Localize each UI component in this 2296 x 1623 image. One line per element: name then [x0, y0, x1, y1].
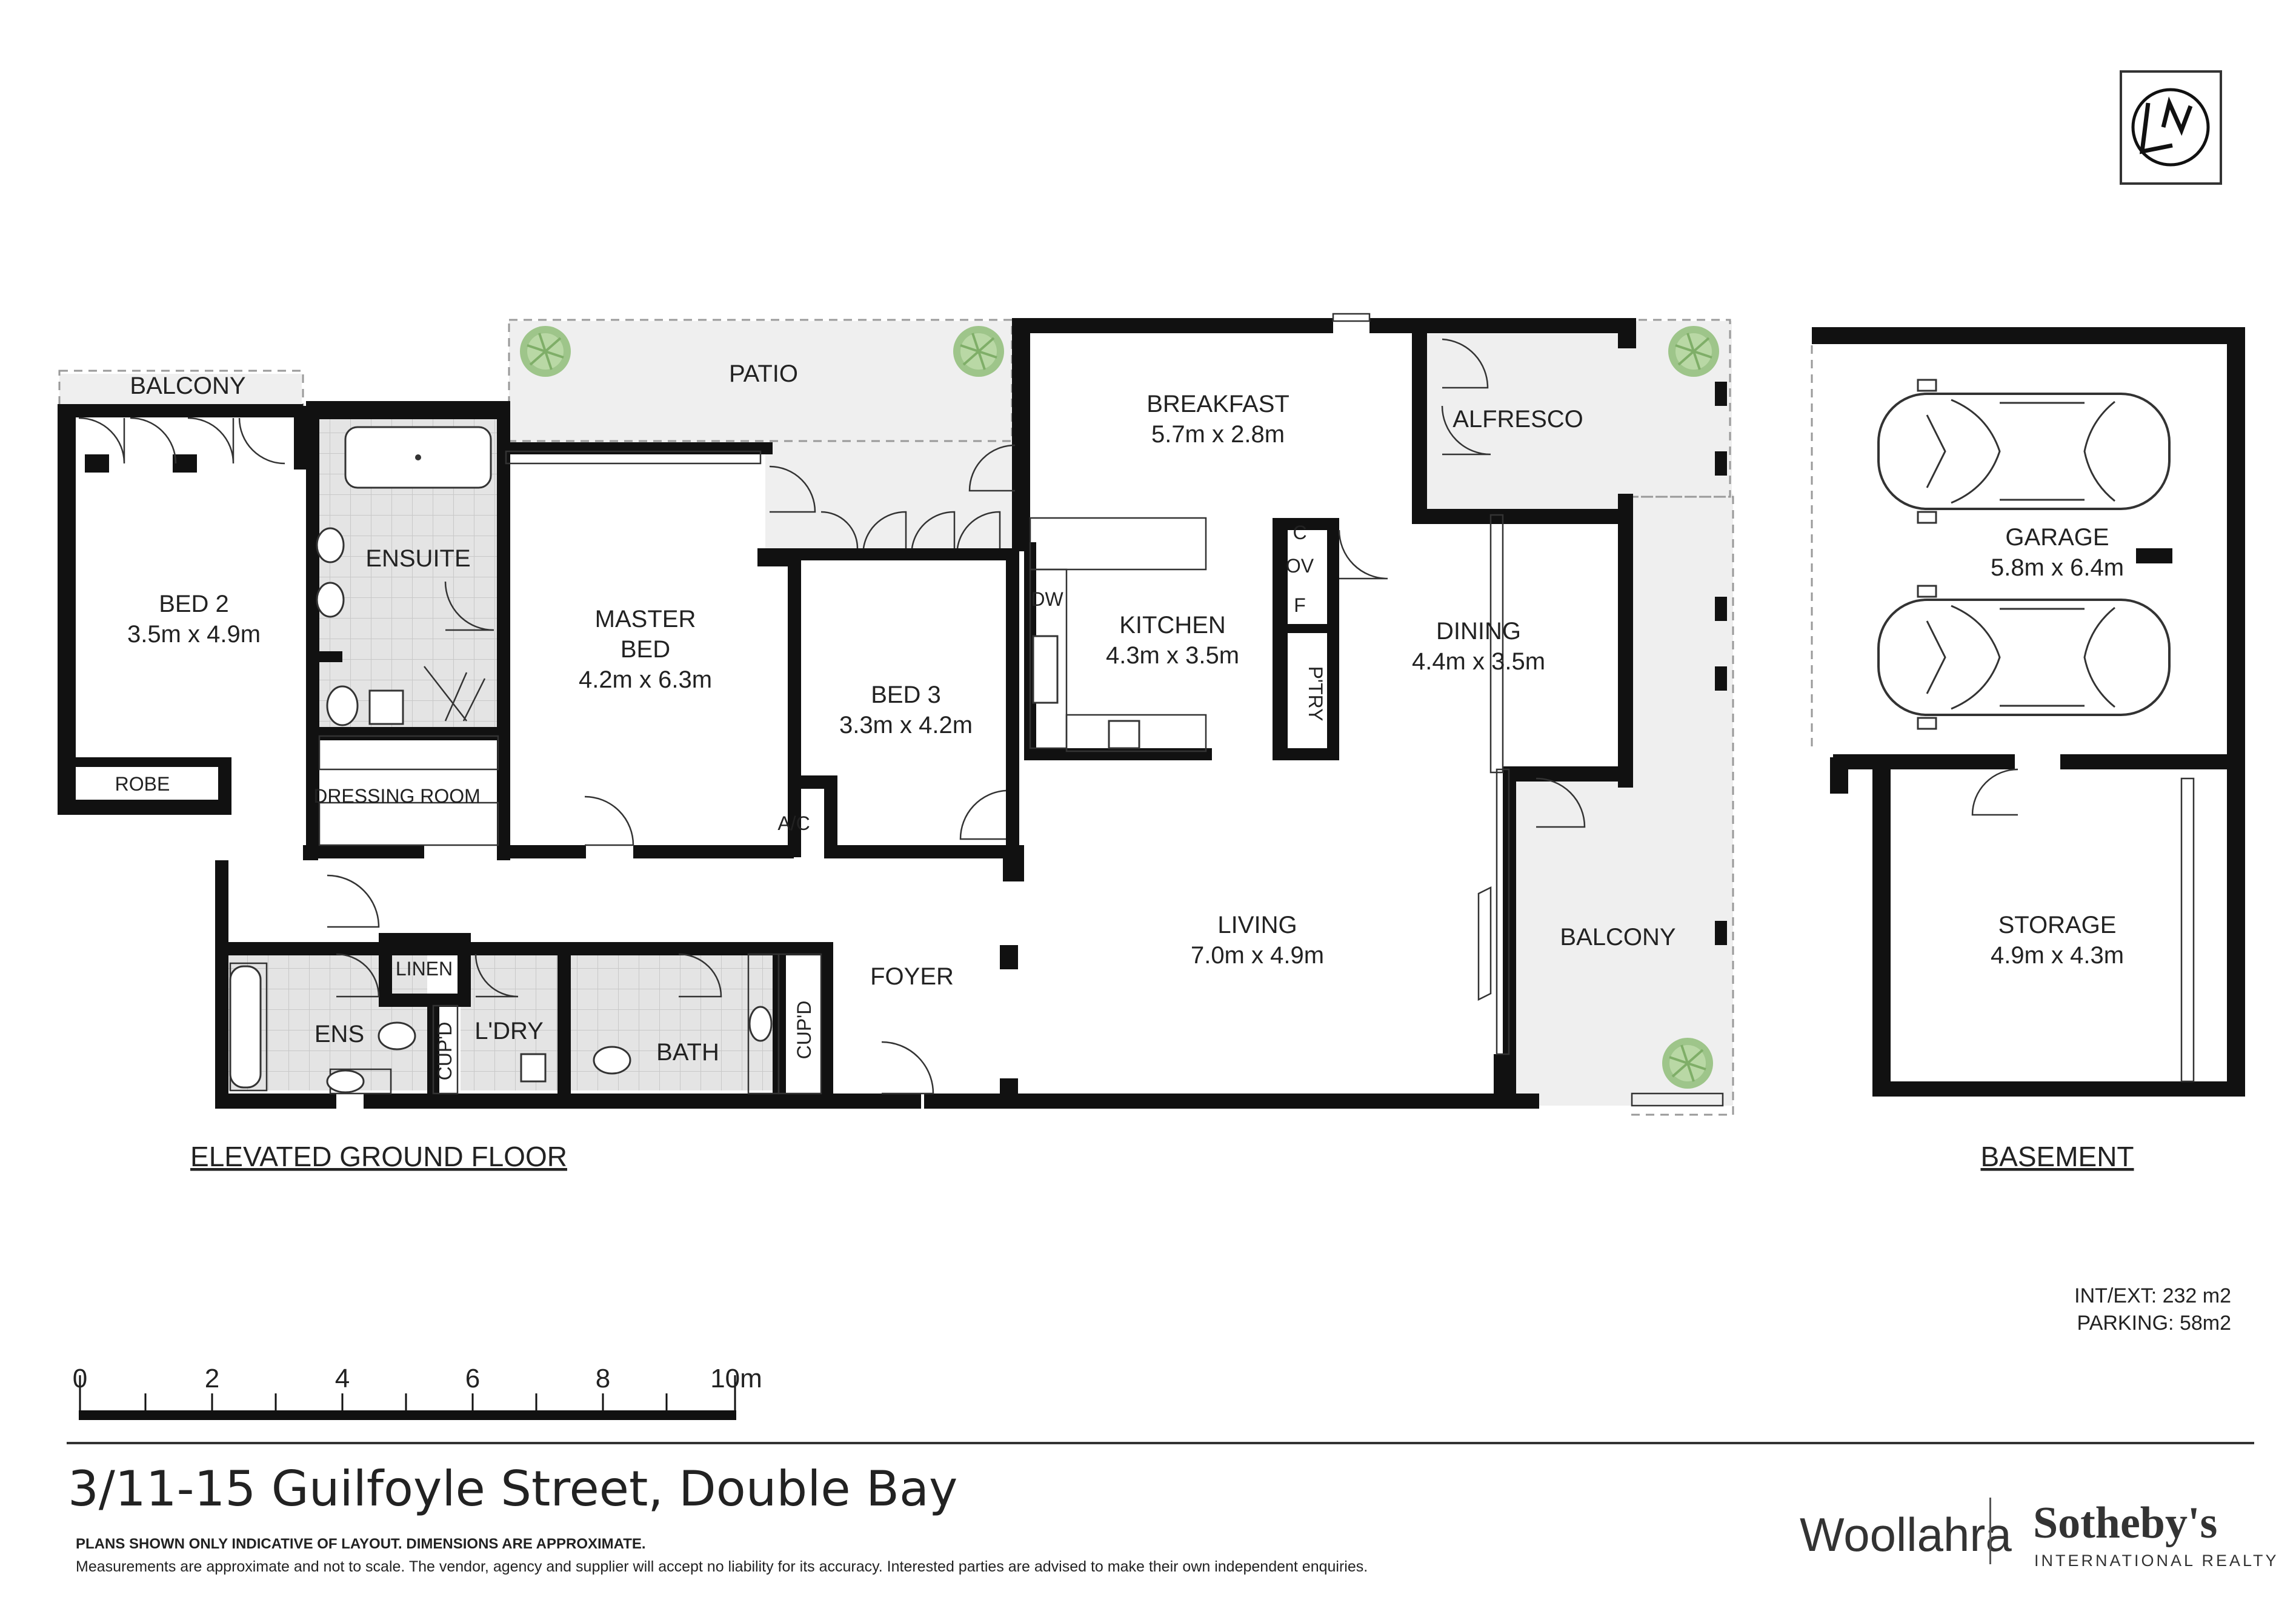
basement-walls — [1812, 327, 2245, 1097]
room-label-master: MASTER — [595, 606, 696, 632]
room-size-garage: 5.8m x 6.4m — [1991, 554, 2124, 581]
room-labels: BALCONY PATIO BREAKFAST 5.7m x 2.8m ALFR… — [115, 360, 2124, 1080]
room-size-bed3: 3.3m x 4.2m — [839, 712, 973, 738]
room-label-cupd1: CUP'D — [434, 1022, 456, 1081]
room-size-dining: 4.4m x 3.5m — [1412, 648, 1545, 675]
scale-tick-0: 0 — [73, 1364, 87, 1393]
room-label-laundry: L'DRY — [474, 1018, 544, 1044]
agency-logo: Woollahra Sotheby's INTERNATIONAL REALTY — [1800, 1498, 2279, 1570]
room-label-patio: PATIO — [729, 360, 798, 387]
room-label-kitchen: KITCHEN — [1119, 612, 1226, 639]
room-size-living: 7.0m x 4.9m — [1191, 942, 1324, 969]
ground-floor-walls — [58, 318, 1727, 1109]
scale-tick-8: 8 — [596, 1364, 610, 1393]
label-ov: OV — [1286, 555, 1314, 577]
room-label-cupd2: CUP'D — [793, 1001, 815, 1060]
property-address: 3/11-15 Guilfoyle Street, Double Bay — [68, 1461, 957, 1517]
disclaimer-layout: PLANS SHOWN ONLY INDICATIVE OF LAYOUT. D… — [76, 1536, 646, 1552]
label-pantry: P'TRY — [1305, 666, 1326, 722]
scale-tick-6: 6 — [465, 1364, 480, 1393]
area-summary: INT/EXT: 232 m2 PARKING: 58m2 — [2074, 1284, 2231, 1335]
room-label-linen: LINEN — [396, 958, 453, 980]
bathroom-fixtures — [229, 426, 1140, 1094]
north-arrow-icon — [2120, 70, 2222, 185]
outdoor-areas — [59, 321, 1733, 1106]
room-label-bed2: BED 2 — [159, 591, 229, 617]
room-label-living: LIVING — [1217, 912, 1297, 938]
room-label-balcony-right: BALCONY — [1560, 924, 1675, 951]
area-int-ext: INT/EXT: 232 m2 — [2074, 1284, 2231, 1307]
scale-tick-10: 10m — [710, 1364, 762, 1393]
door-swings — [78, 338, 1586, 1095]
room-label-garage: GARAGE — [2005, 524, 2109, 551]
footer-divider — [67, 1442, 2254, 1444]
room-size-bed2: 3.5m x 4.9m — [127, 621, 261, 648]
room-size-breakfast: 5.7m x 2.8m — [1151, 421, 1285, 448]
scale-bar: 0 2 4 6 8 10m — [73, 1364, 762, 1420]
fixture-labels: DW C OV F P'TRY — [1031, 522, 1326, 721]
agency-office: Woollahra — [1800, 1508, 2012, 1561]
room-label-master-bed: BED — [621, 636, 670, 663]
room-size-storage: 4.9m x 4.3m — [1991, 942, 2124, 969]
room-label-alfresco: ALFRESCO — [1452, 406, 1583, 433]
label-dw: DW — [1031, 588, 1063, 610]
room-label-robe: ROBE — [115, 773, 170, 795]
label-f: F — [1294, 594, 1306, 616]
room-label-breakfast: BREAKFAST — [1146, 391, 1289, 417]
scale-tick-2: 2 — [205, 1364, 219, 1393]
scale-tick-4: 4 — [335, 1364, 350, 1393]
floor-label-basement: BASEMENT — [1980, 1141, 2134, 1172]
room-label-bed3: BED 3 — [871, 682, 941, 708]
room-label-balcony-top: BALCONY — [130, 373, 245, 399]
room-label-ensuite: ENSUITE — [365, 545, 470, 572]
agency-brand: Sotheby's — [2033, 1498, 2217, 1548]
room-label-dining: DINING — [1436, 618, 1521, 645]
room-label-bath: BATH — [656, 1039, 719, 1066]
dashed-boundaries — [58, 319, 1813, 1116]
disclaimer-measurements: Measurements are approximate and not to … — [76, 1558, 1368, 1575]
room-label-storage: STORAGE — [1998, 912, 2117, 938]
room-label-dressing: DRESSING ROOM — [313, 785, 481, 807]
area-parking: PARKING: 58m2 — [2077, 1312, 2231, 1335]
floor-label-ground: ELEVATED GROUND FLOOR — [190, 1141, 567, 1172]
room-label-ac: A/C — [777, 812, 810, 834]
room-size-master: 4.2m x 6.3m — [579, 666, 712, 693]
agency-sub: INTERNATIONAL REALTY — [2034, 1552, 2279, 1570]
room-size-kitchen: 4.3m x 3.5m — [1106, 642, 1239, 669]
room-label-ens: ENS — [314, 1021, 364, 1047]
label-c: C — [1293, 522, 1306, 543]
room-label-foyer: FOYER — [870, 963, 954, 990]
